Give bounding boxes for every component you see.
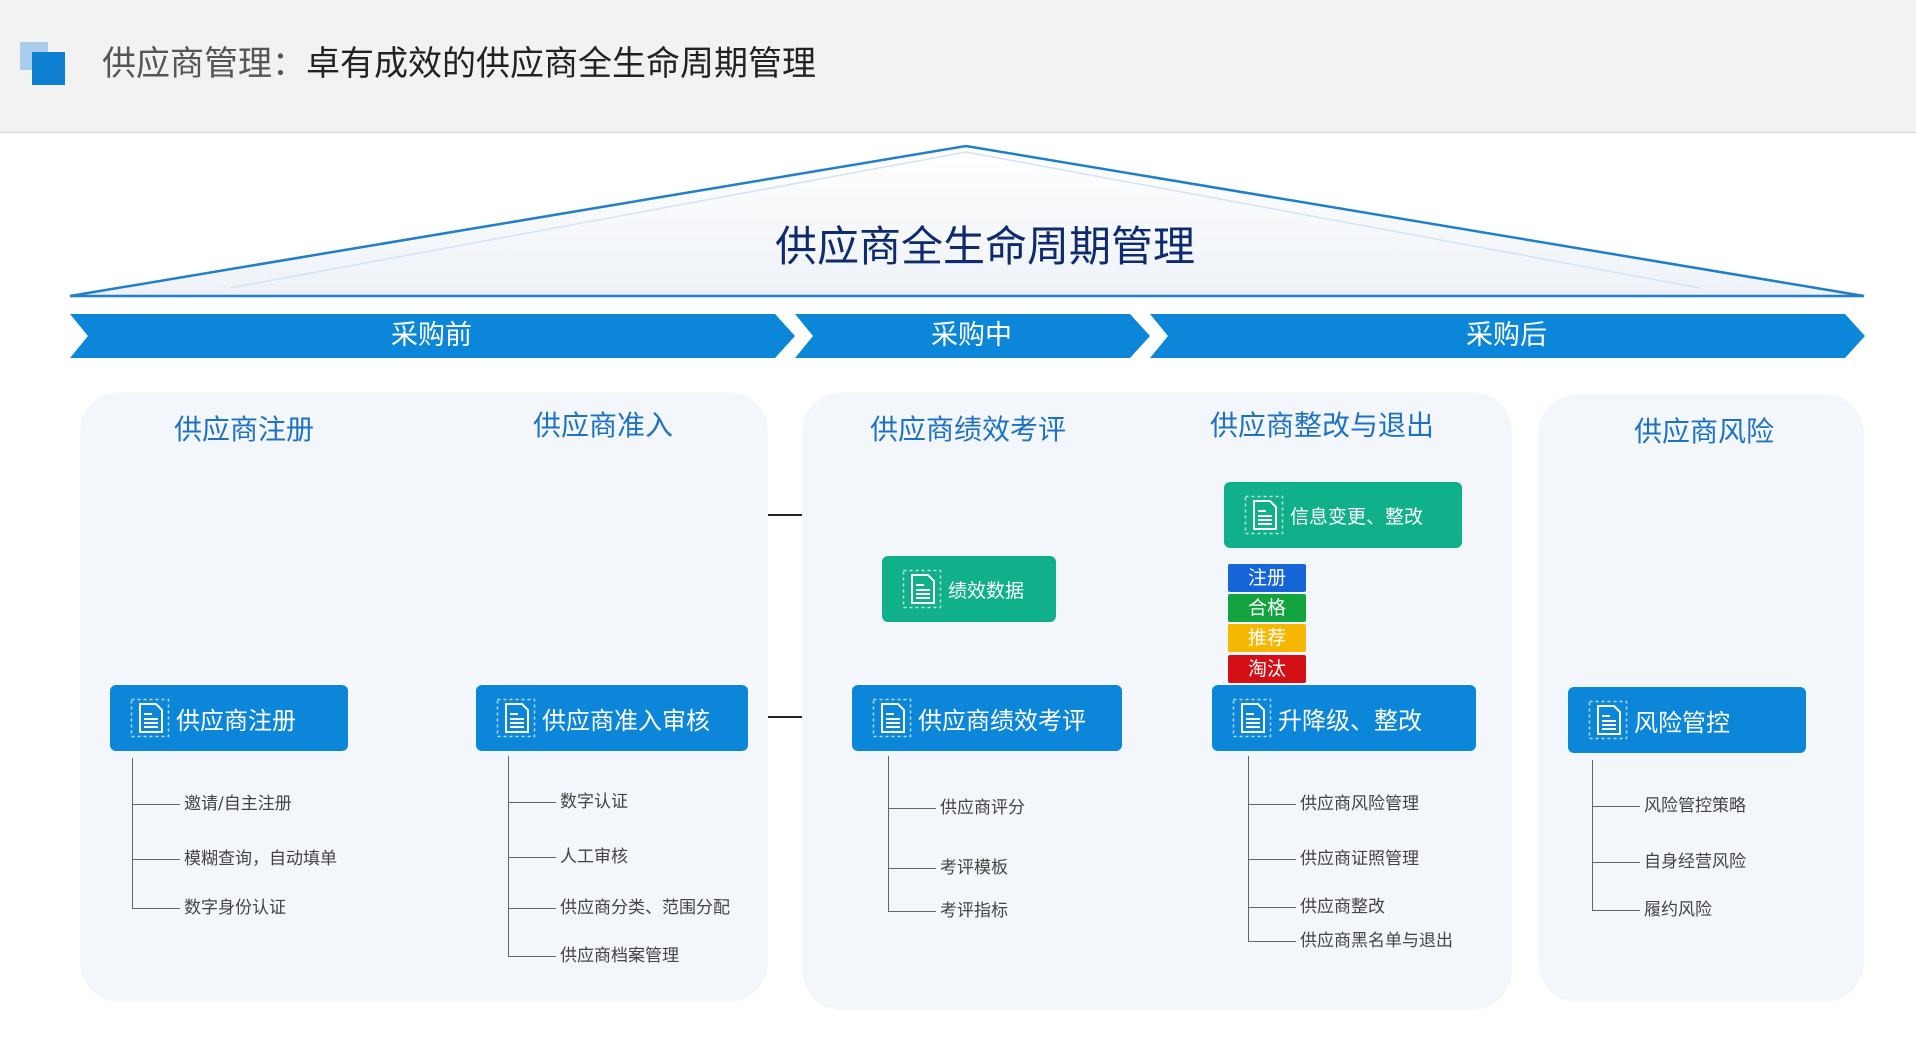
phase-label-before: 采购前 bbox=[391, 320, 472, 351]
document-icon bbox=[1244, 495, 1284, 535]
badge-eliminated: 淘汰 bbox=[1228, 655, 1306, 683]
phase-label-after: 采购后 bbox=[1466, 320, 1547, 351]
node-performance-review[interactable]: 供应商绩效考评 bbox=[852, 685, 1122, 751]
node-info-change-label: 信息变更、整改 bbox=[1290, 505, 1424, 528]
badge-recommended: 推荐 bbox=[1228, 624, 1306, 652]
node-performance-data[interactable]: 绩效数据 bbox=[882, 556, 1056, 622]
main-title: 供应商全生命周期管理 bbox=[774, 222, 1195, 271]
node-risk-control-label: 风险管控 bbox=[1634, 708, 1730, 737]
document-icon bbox=[1232, 698, 1272, 738]
section-title-performance: 供应商绩效考评 bbox=[870, 413, 1067, 446]
document-icon bbox=[496, 698, 536, 738]
page-header: 供应商管理：卓有成效的供应商全生命周期管理 bbox=[0, 0, 1916, 133]
logo-square-front bbox=[32, 52, 65, 85]
roof-triangle bbox=[69, 144, 1865, 298]
phase-arrow-during bbox=[795, 314, 1150, 358]
phase-arrow-before bbox=[70, 314, 795, 358]
node-upgrade[interactable]: 升降级、整改 bbox=[1212, 685, 1476, 751]
document-icon bbox=[130, 698, 170, 738]
section-title-rectify: 供应商整改与退出 bbox=[1210, 409, 1435, 442]
node-performance-review-label: 供应商绩效考评 bbox=[918, 706, 1086, 735]
roof-inner-line bbox=[229, 151, 1701, 289]
page-title: 供应商管理：卓有成效的供应商全生命周期管理 bbox=[102, 42, 816, 86]
phase-arrow-after bbox=[1150, 314, 1865, 358]
document-icon bbox=[902, 569, 942, 609]
badge-register: 注册 bbox=[1228, 564, 1306, 592]
page-title-prefix: 供应商管理： bbox=[102, 44, 306, 84]
section-title-risk: 供应商风险 bbox=[1634, 415, 1775, 448]
tree-line bbox=[132, 758, 133, 908]
document-icon bbox=[1588, 700, 1628, 740]
page-title-main: 卓有成效的供应商全生命周期管理 bbox=[306, 44, 816, 84]
document-icon bbox=[872, 698, 912, 738]
node-risk-control[interactable]: 风险管控 bbox=[1568, 687, 1806, 753]
node-admission-review-label: 供应商准入审核 bbox=[542, 706, 710, 735]
node-info-change[interactable]: 信息变更、整改 bbox=[1224, 482, 1462, 548]
node-performance-data-label: 绩效数据 bbox=[948, 579, 1025, 602]
tree-line bbox=[888, 756, 889, 911]
badge-qualified: 合格 bbox=[1228, 594, 1306, 622]
node-upgrade-label: 升降级、整改 bbox=[1278, 706, 1422, 735]
section-title-admission: 供应商准入 bbox=[533, 409, 674, 442]
node-register-label: 供应商注册 bbox=[176, 706, 296, 735]
tree-line bbox=[1592, 760, 1593, 910]
node-admission-review[interactable]: 供应商准入审核 bbox=[476, 685, 748, 751]
section-title-register: 供应商注册 bbox=[174, 413, 315, 446]
tree-line bbox=[508, 756, 509, 956]
phase-label-during: 采购中 bbox=[931, 320, 1012, 351]
tree-line bbox=[1248, 756, 1249, 941]
node-register[interactable]: 供应商注册 bbox=[110, 685, 348, 751]
